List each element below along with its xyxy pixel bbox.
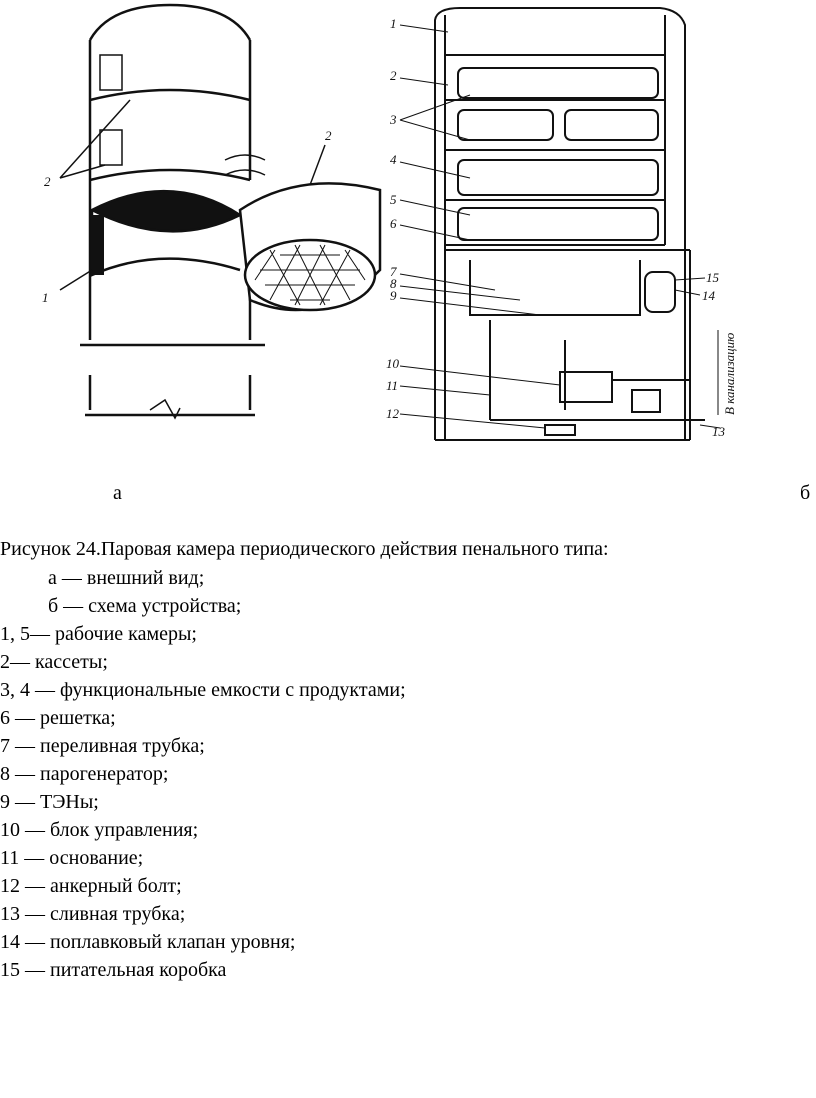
- schematic-drawing: [399, 7, 721, 441]
- svg-text:15: 15: [706, 270, 720, 285]
- caption-item: 9 — ТЭНы;: [0, 791, 99, 813]
- figure-caption-title: Рисунок 24.Паровая камера периодического…: [0, 538, 609, 560]
- svg-text:2: 2: [325, 128, 332, 143]
- caption-item: 6 — решетка;: [0, 707, 116, 729]
- svg-text:5: 5: [390, 192, 397, 207]
- figure: 2 1 2: [0, 0, 816, 470]
- caption-item: 14 — поплавковый клапан уровня;: [0, 931, 296, 953]
- svg-text:4: 4: [390, 152, 397, 167]
- steam-chamber-drawing: 2 1 2: [42, 3, 737, 441]
- caption-item: 15 — питательная коробка: [0, 959, 227, 981]
- subfigure-label-a: а: [113, 482, 122, 504]
- subfigure-label-b: б: [800, 482, 811, 504]
- svg-text:7: 7: [390, 264, 397, 279]
- caption-item: 3, 4 — функциональные емкости с продукта…: [0, 679, 406, 701]
- svg-text:12: 12: [386, 406, 400, 421]
- caption-item: а — внешний вид;: [48, 567, 205, 589]
- caption-item: 11 — основание;: [0, 847, 144, 869]
- svg-text:9: 9: [390, 288, 397, 303]
- caption-item: 2— кассеты;: [0, 651, 108, 673]
- svg-text:1: 1: [390, 16, 397, 31]
- external-view-drawing: [59, 3, 382, 420]
- caption-item: 13 — сливная трубка;: [0, 903, 186, 925]
- caption-item: 8 — парогенератор;: [0, 763, 169, 785]
- svg-text:1: 1: [42, 290, 49, 305]
- caption-item: 10 — блок управления;: [0, 819, 199, 841]
- caption-item: 12 — анкерный болт;: [0, 875, 182, 897]
- svg-text:6: 6: [390, 216, 397, 231]
- caption-item: 1, 5— рабочие камеры;: [0, 623, 197, 645]
- svg-text:В канализацию: В канализацию: [722, 333, 737, 415]
- svg-text:10: 10: [386, 356, 400, 371]
- svg-text:3: 3: [389, 112, 397, 127]
- caption-item: б — схема устройства;: [48, 595, 242, 617]
- svg-text:2: 2: [390, 68, 397, 83]
- caption-item: 7 — переливная трубка;: [0, 735, 205, 757]
- svg-text:13: 13: [712, 424, 726, 439]
- svg-text:8: 8: [390, 276, 397, 291]
- svg-text:11: 11: [386, 378, 398, 393]
- svg-text:14: 14: [702, 288, 716, 303]
- svg-text:2: 2: [44, 174, 51, 189]
